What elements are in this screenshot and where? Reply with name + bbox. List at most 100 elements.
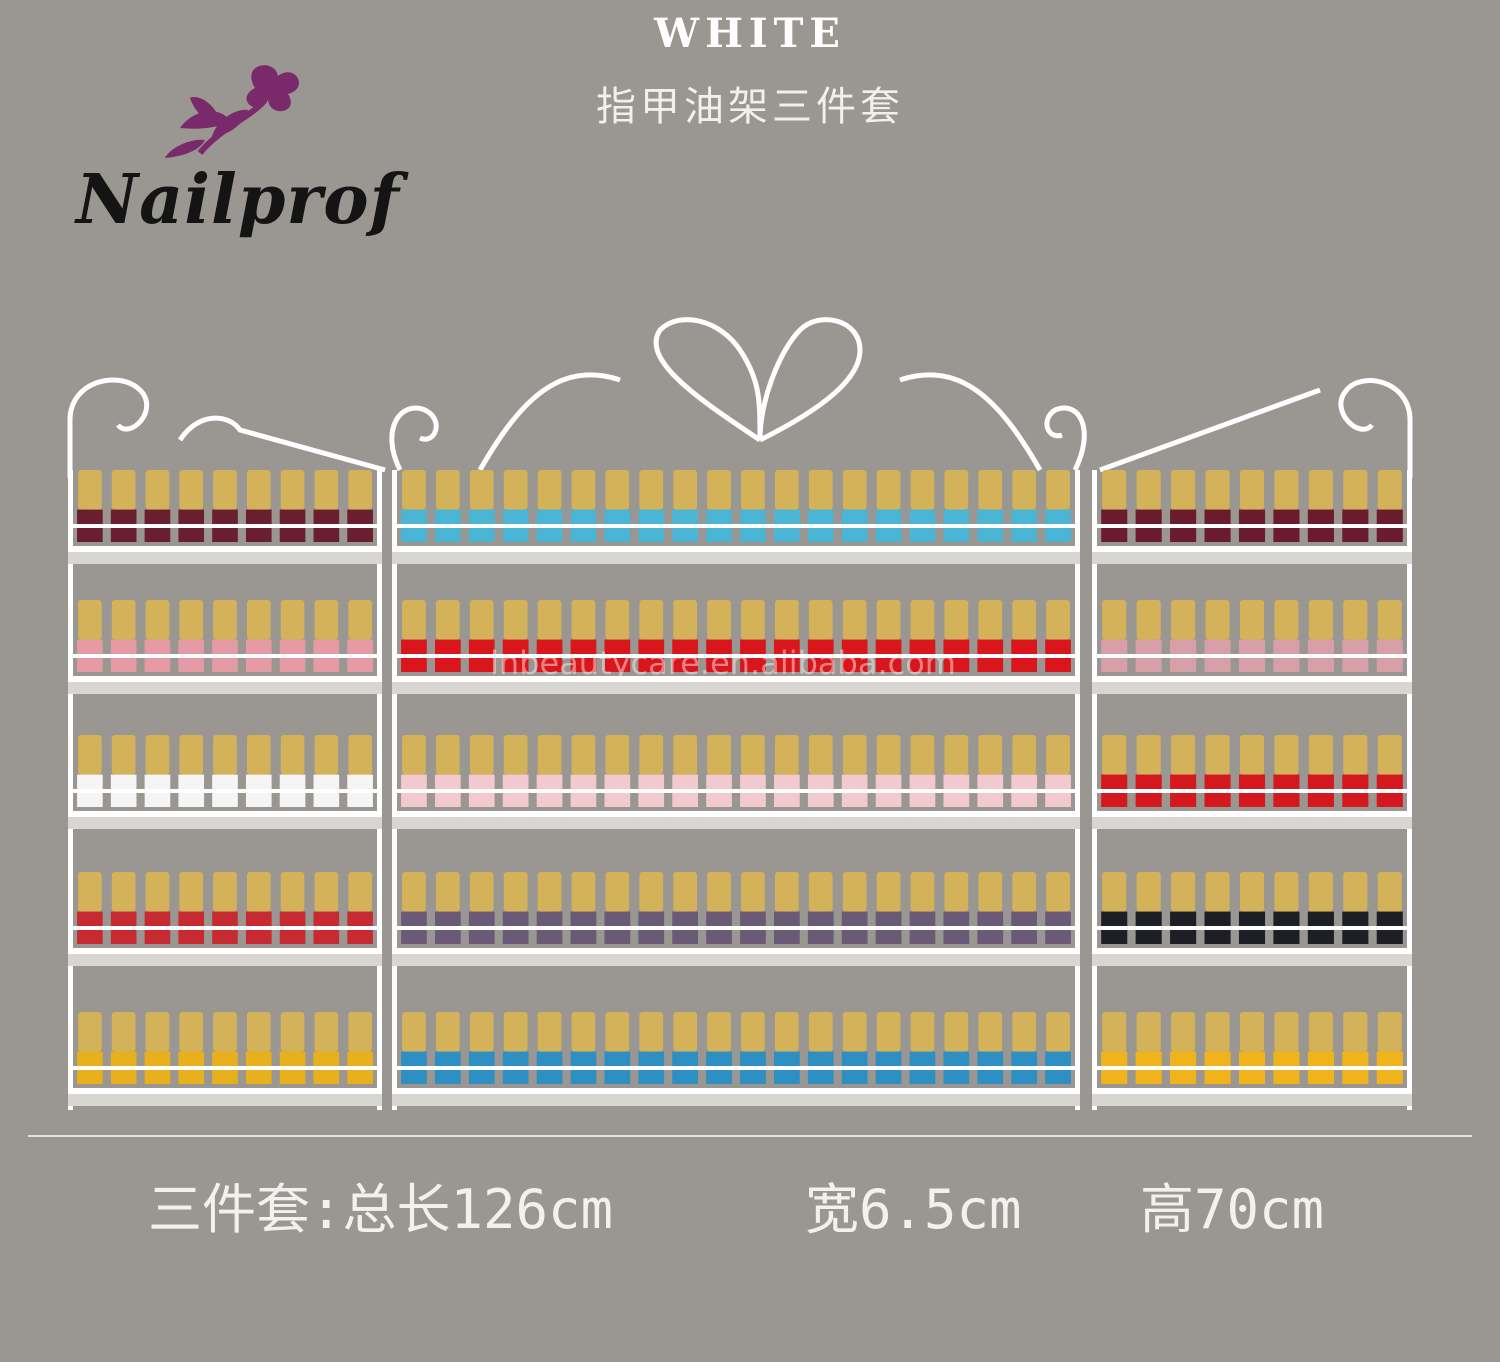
- bottle-cap: [1308, 600, 1333, 640]
- shelf-rail: [392, 654, 1080, 658]
- shelf-lip: [68, 954, 382, 966]
- bottle-cap: [435, 1012, 460, 1052]
- bottle-cap: [808, 872, 833, 912]
- bottle-cap: [402, 600, 426, 640]
- bottle-cap: [1343, 600, 1368, 640]
- bottle-cap: [1274, 470, 1299, 510]
- bottle-cap: [808, 600, 833, 640]
- bottle-cap: [707, 600, 731, 640]
- bottle-cap: [1377, 872, 1402, 912]
- bottle-cap: [111, 470, 136, 510]
- bottle-cap: [435, 600, 460, 640]
- shelf-rail: [392, 524, 1080, 528]
- bottle-cap: [1171, 872, 1196, 912]
- shelf-base: [1092, 546, 1412, 552]
- bottle-cap: [213, 735, 237, 775]
- bottle-cap: [707, 872, 731, 912]
- bottle-cap: [571, 872, 596, 912]
- bottle-cap: [78, 470, 102, 510]
- bottle-cap: [741, 872, 765, 912]
- bottle-cap: [842, 1012, 867, 1052]
- bottle-cap: [774, 600, 799, 640]
- set-length-label: 三件套:总长126cm: [148, 1178, 614, 1241]
- bottle-cap: [1102, 735, 1127, 775]
- bottle-cap: [1205, 872, 1230, 912]
- width-label: 宽6.5cm: [805, 1178, 1022, 1241]
- bottle-cap: [537, 600, 562, 640]
- bottle-cap: [78, 600, 102, 640]
- shelf-base: [1092, 676, 1412, 682]
- bottle-cap: [213, 872, 237, 912]
- bottle-cap: [1274, 1012, 1299, 1052]
- bottle-cap: [707, 735, 731, 775]
- bottle-cap: [1171, 1012, 1196, 1052]
- bottle-cap: [246, 470, 271, 510]
- bottle-cap: [1343, 470, 1368, 510]
- bottle-cap: [571, 600, 596, 640]
- shelf-lip: [392, 817, 1080, 829]
- bottle-cap: [673, 600, 698, 640]
- shelf-rail: [1092, 1066, 1412, 1070]
- bottle-cap: [1136, 470, 1161, 510]
- product-title: 指甲油架三件套: [596, 84, 904, 130]
- bottle-cap: [808, 470, 833, 510]
- shelf-base: [392, 948, 1080, 954]
- bottle-cap: [314, 600, 339, 640]
- bottle-cap: [571, 470, 596, 510]
- shelf-base: [1092, 948, 1412, 954]
- watermark-text: lnbeautycare.en.alibaba.com: [490, 644, 956, 682]
- shelf-lip: [1092, 552, 1412, 564]
- bottle-cap: [673, 872, 698, 912]
- bottle-cap: [145, 470, 170, 510]
- bottle-cap: [1274, 735, 1299, 775]
- bottle-cap: [910, 1012, 935, 1052]
- shelf-base: [392, 546, 1080, 552]
- bottle-cap: [280, 470, 305, 510]
- bottle-cap: [402, 1012, 426, 1052]
- bottle-cap: [280, 600, 305, 640]
- bottle-cap: [808, 735, 833, 775]
- shelf-rail: [392, 926, 1080, 930]
- bottle-cap: [435, 735, 460, 775]
- bottle-cap: [1308, 470, 1333, 510]
- shelf-lip: [1092, 817, 1412, 829]
- bottle-cap: [213, 470, 237, 510]
- bottle-cap: [1343, 735, 1368, 775]
- bottle-cap: [1012, 1012, 1037, 1052]
- bottle-cap: [944, 872, 969, 912]
- bottle-cap: [537, 470, 562, 510]
- shelf-base: [68, 811, 382, 817]
- bottle-cap: [78, 872, 102, 912]
- bottle-cap: [707, 1012, 731, 1052]
- bottle-cap: [179, 735, 204, 775]
- bottle-cap: [944, 1012, 969, 1052]
- bottle-cap: [774, 735, 799, 775]
- rack-ornament-left: [67, 377, 386, 478]
- bottle-cap: [111, 735, 136, 775]
- shelf-lip: [68, 682, 382, 694]
- bottle-cap: [1136, 1012, 1161, 1052]
- bottle-cap: [774, 470, 799, 510]
- bottle-cap: [1102, 872, 1127, 912]
- color-name-label: WHITE: [654, 10, 846, 57]
- bottle-cap: [213, 1012, 237, 1052]
- bottle-cap: [246, 1012, 271, 1052]
- bottle-cap: [842, 600, 867, 640]
- bottle-cap: [605, 872, 630, 912]
- bottle-cap: [1343, 1012, 1368, 1052]
- bottle-cap: [571, 735, 596, 775]
- bottle-cap: [1171, 470, 1196, 510]
- bottle-cap: [1274, 600, 1299, 640]
- bottle-cap: [469, 1012, 494, 1052]
- bottle-cap: [213, 600, 237, 640]
- rack-ornament-middle: [389, 317, 1087, 472]
- shelf-rail: [1092, 926, 1412, 930]
- rack-group: [67, 317, 1413, 1110]
- bottle-cap: [978, 872, 1003, 912]
- bottle-cap: [1205, 600, 1230, 640]
- bottle-cap: [280, 735, 305, 775]
- shelf-rail: [1092, 789, 1412, 793]
- shelf-base: [68, 948, 382, 954]
- shelf-rail: [68, 1066, 382, 1070]
- bottle-cap: [639, 1012, 664, 1052]
